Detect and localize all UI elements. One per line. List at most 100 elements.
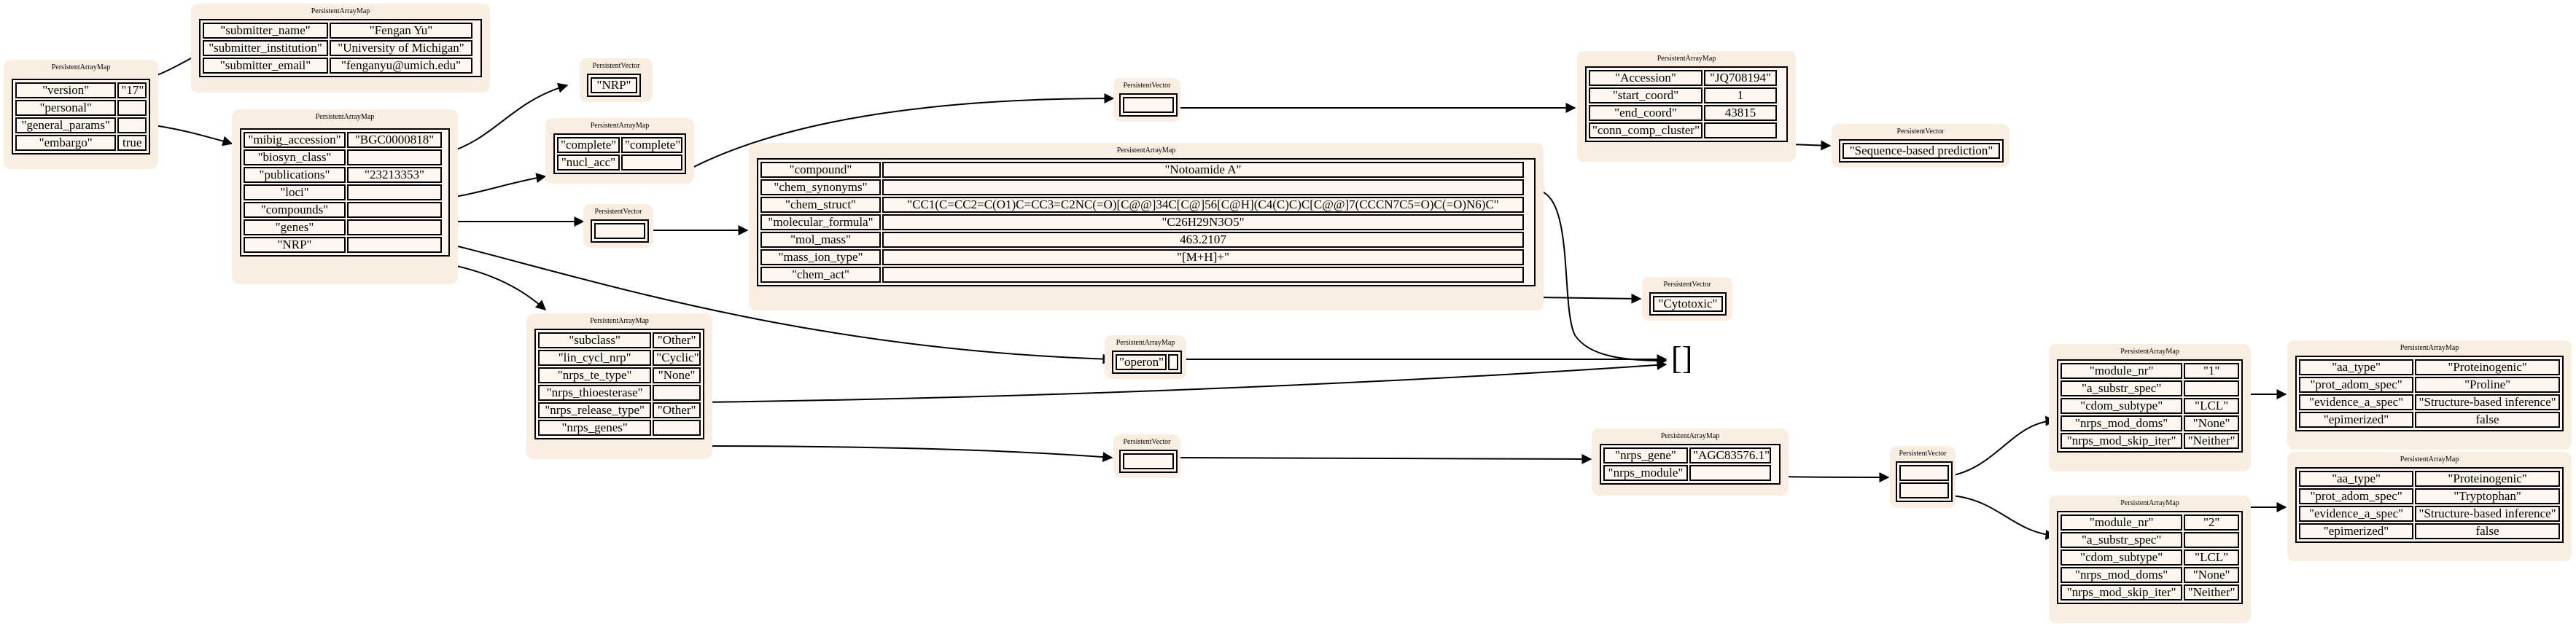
edge-loci [445, 173, 547, 199]
modules-vector-cell [1899, 465, 1949, 481]
module-1-spec-row: "prot_adom_spec""Proline" [2298, 376, 2561, 394]
module-2-map-title: PersistentArrayMap [2120, 499, 2179, 507]
compound-row: "compound""Notoamide A" [760, 161, 1533, 179]
module-2-spec-row: "prot_adom_spec""Tryptophan" [2298, 488, 2561, 505]
compound-value: "CC1(C=CC2=C(O1)C=CC3=C2NC(=O)[C@@]34C[C… [882, 197, 1524, 213]
nucl-acc-entry-value: 43815 [1704, 105, 1777, 121]
module-2-spec-key: "aa_type" [2299, 471, 2414, 487]
nucl-acc-entry-row: "start_coord"1 [1588, 87, 1785, 104]
nucl-acc-entry-key: "conn_comp_cluster" [1589, 122, 1703, 138]
module-1-row: "cdom_subtype""LCL" [2060, 397, 2240, 415]
module-1-spec-key: "aa_type" [2299, 359, 2414, 375]
nrp-value: "Cyclic" [653, 350, 701, 366]
root-key-embargo: "embargo" [15, 135, 117, 151]
compound-key: "chem_act" [760, 267, 881, 283]
module-2-map-grid: "module_nr""2" "a_substr_spec" "cdom_sub… [2057, 511, 2243, 604]
general-params-row: "compounds" [243, 201, 447, 219]
nrps-genes-vector: PersistentVector [1113, 434, 1180, 478]
personal-map-title: PersistentArrayMap [311, 7, 370, 15]
module-1-spec-array-map: PersistentArrayMap "aa_type""Proteinogen… [2287, 340, 2572, 450]
nrps-gene-entry-key: "nrps_gene" [1603, 447, 1688, 463]
nrps-gene-entry-array-map: PersistentArrayMap "nrps_gene""AGC83576.… [1592, 429, 1789, 496]
compound-key: "compound" [760, 162, 881, 178]
module-1-spec-map-grid: "aa_type""Proteinogenic" "prot_adom_spec… [2295, 356, 2564, 431]
nrps-gene-entry-map-grid: "nrps_gene""AGC83576.1" "nrps_module" [1600, 444, 1781, 485]
compound-row: "mol_mass"463.2107 [760, 231, 1533, 249]
general-params-value [347, 149, 442, 165]
compound-map-title: PersistentArrayMap [1116, 146, 1176, 154]
module-1-spec-value: "Proteinogenic" [2415, 359, 2560, 375]
module-2-row: "cdom_subtype""LCL" [2060, 549, 2240, 566]
module-1-spec-key: "evidence_a_spec" [2299, 394, 2414, 410]
nrp-row: "nrps_thioesterase" [537, 384, 701, 402]
genes-array-map: PersistentArrayMap "operon" [1105, 335, 1186, 379]
general-params-row: "genes" [243, 219, 447, 236]
chem-act-vector-cell: "Cytotoxic" [1653, 296, 1723, 312]
root-key-personal: "personal" [15, 100, 117, 116]
compound-value [882, 179, 1524, 195]
chem-act-vector-row: "Cytotoxic" [1652, 295, 1724, 313]
module-2-spec-map-title: PersistentArrayMap [2400, 455, 2459, 463]
compounds-vector: PersistentVector [583, 204, 653, 248]
nrp-row: "nrps_release_type""Other" [537, 402, 701, 419]
loci-value: "complete" [620, 137, 682, 153]
nrp-map-title: PersistentArrayMap [590, 317, 649, 325]
module-1-value: "Neither" [2184, 433, 2239, 449]
nrps-genes-vector-title: PersistentVector [1123, 438, 1171, 446]
compound-value: "C26H29N3O5" [882, 214, 1524, 230]
root-val-embargo: true [117, 135, 147, 151]
module-1-spec-key: "epimerized" [2299, 412, 2414, 428]
nrp-value [653, 385, 701, 401]
compound-key: "molecular_formula" [760, 214, 881, 230]
root-key-general-params: "general_params" [15, 117, 117, 133]
root-array-map: PersistentArrayMap "version""17" "person… [4, 60, 158, 169]
root-val-version: "17" [117, 82, 147, 98]
module-2-spec-key: "evidence_a_spec" [2299, 506, 2414, 522]
module-1-value: "1" [2184, 363, 2239, 379]
module-1-value [2184, 380, 2239, 396]
root-key-version: "version" [15, 82, 117, 98]
general-params-key: "biosyn_class" [244, 149, 346, 165]
general-params-row: "biosyn_class" [243, 149, 447, 166]
nrps-gene-entry-value [1689, 465, 1771, 481]
nucl-acc-entry-key: "end_coord" [1589, 105, 1703, 121]
module-2-key: "nrps_mod_doms" [2061, 567, 2183, 583]
personal-key: "submitter_email" [203, 58, 328, 74]
general-params-value [347, 184, 442, 200]
root-map-title: PersistentArrayMap [51, 63, 111, 71]
nucl-acc-entry-key: "Accession" [1589, 70, 1703, 86]
nrps-gene-entry-row: "nrps_gene""AGC83576.1" [1603, 447, 1778, 464]
compound-row: "chem_act" [760, 266, 1533, 283]
nucl-acc-vector-title: PersistentVector [1123, 82, 1171, 90]
personal-array-map: PersistentArrayMap "submitter_name""Feng… [191, 4, 490, 93]
nrp-key: "nrps_thioesterase" [538, 385, 652, 401]
root-row-personal: "personal" [15, 99, 147, 117]
edge-nrp [445, 263, 547, 310]
compound-map-grid: "compound""Notoamide A" "chem_synonyms" … [757, 158, 1536, 286]
edge-biosyn-class [445, 82, 569, 154]
root-row-version: "version""17" [15, 82, 147, 99]
compound-array-map: PersistentArrayMap "compound""Notoamide … [749, 143, 1544, 310]
general-params-value [347, 237, 442, 253]
modules-vector-grid [1896, 461, 1953, 502]
loci-value [620, 154, 682, 171]
nrp-value [653, 420, 701, 436]
module-2-spec-value: "Proteinogenic" [2415, 471, 2560, 487]
module-2-spec-map-grid: "aa_type""Proteinogenic" "prot_adom_spec… [2295, 467, 2564, 543]
module-2-spec-array-map: PersistentArrayMap "aa_type""Proteinogen… [2287, 452, 2572, 561]
conn-comp-vector-title: PersistentVector [1896, 128, 1945, 136]
conn-comp-vector: PersistentVector "Sequence-based predict… [1832, 124, 2009, 168]
edge-genes [445, 243, 1113, 364]
loci-key: "nucl_acc" [557, 154, 620, 171]
module-2-spec-row: "evidence_a_spec""Structure-based infere… [2298, 505, 2561, 523]
personal-value: "Fengan Yu" [330, 23, 472, 39]
compound-row: "molecular_formula""C26H29N3O5" [760, 214, 1533, 231]
module-1-spec-row: "evidence_a_spec""Structure-based infere… [2298, 394, 2561, 411]
module-2-key: "module_nr" [2061, 515, 2183, 531]
module-2-spec-key: "prot_adom_spec" [2299, 488, 2414, 504]
module-2-row: "a_substr_spec" [2060, 531, 2240, 549]
compounds-vector-grid [591, 219, 649, 243]
compound-key: "mol_mass" [760, 232, 881, 248]
edge-nrps-genes-vector [1174, 453, 1592, 464]
